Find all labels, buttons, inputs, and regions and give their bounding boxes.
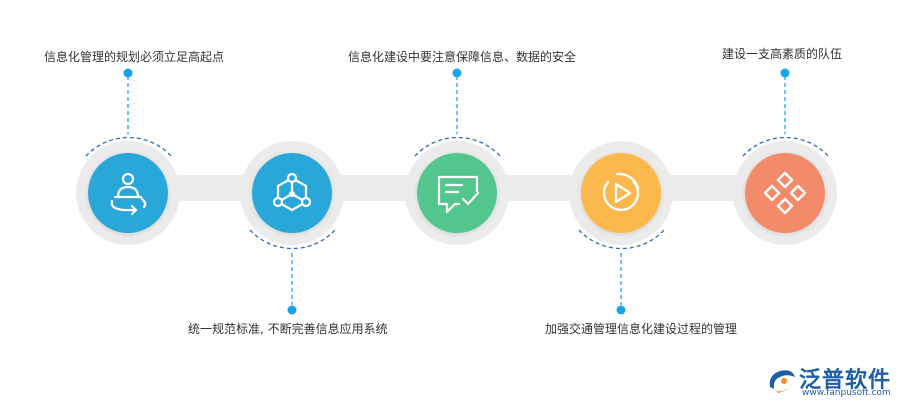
logo-mark-icon xyxy=(769,370,795,393)
message-check-icon xyxy=(437,175,480,214)
dot-2 xyxy=(452,68,462,78)
connectors xyxy=(127,76,786,305)
logo-url: www.fanpusoft.com xyxy=(802,388,891,398)
dot-0 xyxy=(123,68,133,78)
logo-name: 泛普软件 xyxy=(799,368,892,393)
step-label-4: 建设一支高素质的队伍 xyxy=(722,47,843,61)
step-label-3: 加强交通管理信息化建设过程的管理 xyxy=(545,322,738,336)
dot-4 xyxy=(780,68,790,78)
dot-1 xyxy=(287,305,297,315)
person-rotate-icon xyxy=(110,172,147,216)
network-hexagon-icon xyxy=(272,172,312,212)
step-label-1: 统一规范标准, 不断完善信息应用系统 xyxy=(188,322,388,336)
play-cycle-icon xyxy=(602,172,640,212)
connector-dots xyxy=(123,68,790,315)
step-circle-3 xyxy=(581,153,661,233)
brand-logo: 泛普软件 www.fanpusoft.com xyxy=(766,361,896,398)
step-circle-0 xyxy=(88,153,168,233)
dot-3 xyxy=(616,305,626,315)
diamond-cluster-icon xyxy=(763,171,807,215)
step-label-0: 信息化管理的规划必须立足高起点 xyxy=(44,50,225,64)
step-label-2: 信息化建设中要注意保障信息、数据的安全 xyxy=(348,50,577,64)
step-circle-4 xyxy=(745,153,825,233)
